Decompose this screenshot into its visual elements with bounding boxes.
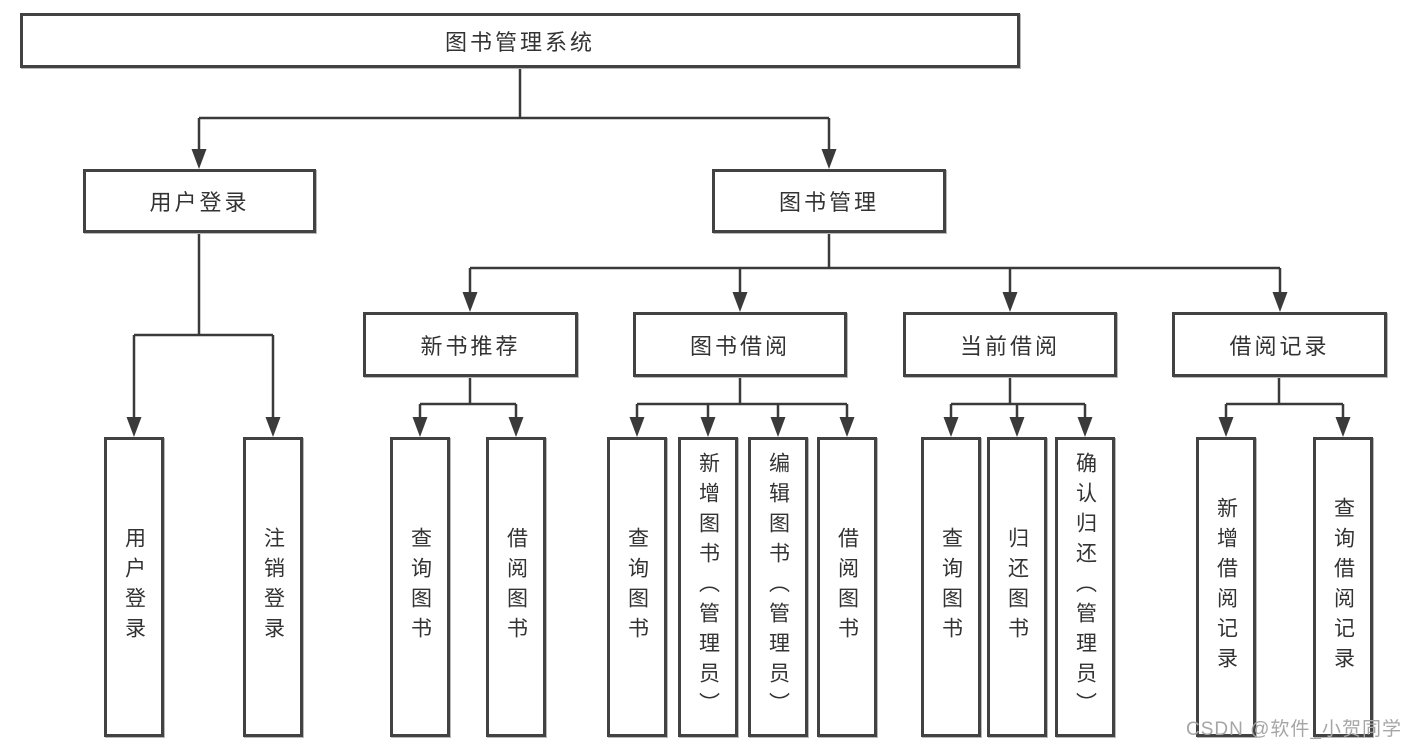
leaf-add-books-admin: 新增图书（管理员） [678,437,738,737]
leaf-add-borrow-record: 新增借阅记录 [1196,437,1256,737]
leaf-borrow-books-recommend: 借阅图书 [486,437,546,737]
leaf-return-books-label: 归还图书 [1005,527,1029,647]
leaf-query-books-borrow: 查询图书 [607,437,667,737]
leaf-add-borrow-record-label: 新增借阅记录 [1214,497,1238,677]
node-book-management: 图书管理 [712,169,946,233]
node-book-borrowing: 图书借阅 [633,312,847,377]
leaf-edit-books-admin-label: 编辑图书（管理员） [766,452,790,722]
node-user-login-label: 用户登录 [149,190,250,215]
node-book-borrowing-label: 图书借阅 [689,333,790,359]
leaf-logout: 注销登录 [243,437,303,737]
node-root-system: 图书管理系统 [20,13,1020,68]
leaf-query-books-borrow-label: 查询图书 [625,527,649,647]
leaf-user-login-label: 用户登录 [122,527,146,647]
node-current-borrowing: 当前借阅 [903,312,1117,377]
leaf-borrow-books-recommend-label: 借阅图书 [504,527,528,647]
leaf-confirm-return-admin-label: 确认归还（管理员） [1073,452,1097,722]
node-borrowing-records: 借阅记录 [1172,312,1387,377]
leaf-user-login: 用户登录 [104,437,164,737]
node-borrowing-records-label: 借阅记录 [1229,333,1330,359]
leaf-query-borrow-record: 查询借阅记录 [1313,437,1373,737]
leaf-add-books-admin-label: 新增图书（管理员） [696,452,720,722]
csdn-watermark: CSDN @软件_小贺同学 [1186,719,1402,740]
node-user-login: 用户登录 [83,169,316,233]
leaf-confirm-return-admin: 确认归还（管理员） [1055,437,1115,737]
leaf-edit-books-admin: 编辑图书（管理员） [748,437,808,737]
leaf-return-books: 归还图书 [987,437,1047,737]
node-book-management-label: 图书管理 [778,190,879,215]
leaf-logout-label: 注销登录 [261,527,285,647]
node-new-book-recommendation-label: 新书推荐 [420,333,521,359]
leaf-query-books-current-label: 查询图书 [939,527,963,647]
leaf-query-books-current: 查询图书 [921,437,981,737]
leaf-query-borrow-record-label: 查询借阅记录 [1331,497,1355,677]
leaf-borrow-books-label: 借阅图书 [835,527,859,647]
leaf-borrow-books: 借阅图书 [817,437,877,737]
node-current-borrowing-label: 当前借阅 [959,333,1060,359]
arrowheads [126,149,1351,437]
leaf-query-books-recommend: 查询图书 [390,437,450,737]
leaf-query-books-recommend-label: 查询图书 [408,527,432,647]
node-root-label: 图书管理系统 [444,29,595,55]
node-new-book-recommendation: 新书推荐 [363,312,578,377]
